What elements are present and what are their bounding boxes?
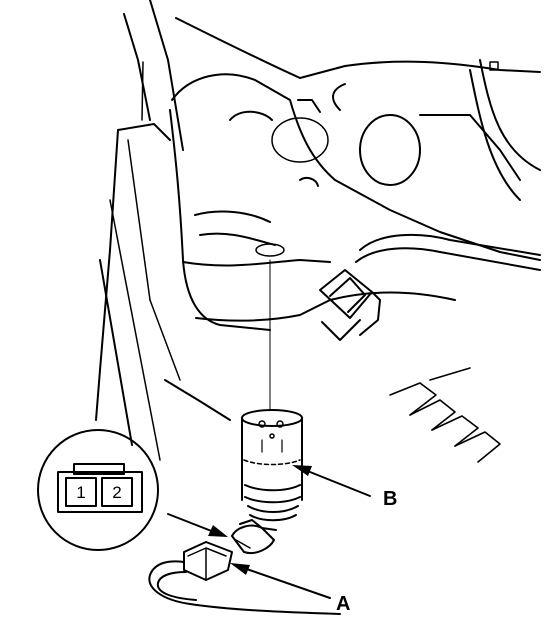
arrow-head-a: [230, 563, 250, 575]
speed-sensor: [231, 409, 303, 554]
leader-lines: [167, 467, 371, 599]
arrow-head-inset: [208, 525, 228, 537]
body-panel-lines: [95, 0, 231, 461]
installed-harness: [195, 233, 541, 341]
connector-a: [148, 541, 341, 615]
callout-a-label: A: [336, 593, 350, 615]
pin-1-label: 1: [76, 483, 85, 502]
callout-b-label: B: [383, 488, 397, 510]
pin-2-label: 2: [112, 483, 121, 502]
connector-inset: [37, 429, 159, 551]
arrow-head-b: [292, 465, 312, 476]
transmission-housing: [169, 17, 541, 331]
floor-ribs: [389, 367, 501, 463]
